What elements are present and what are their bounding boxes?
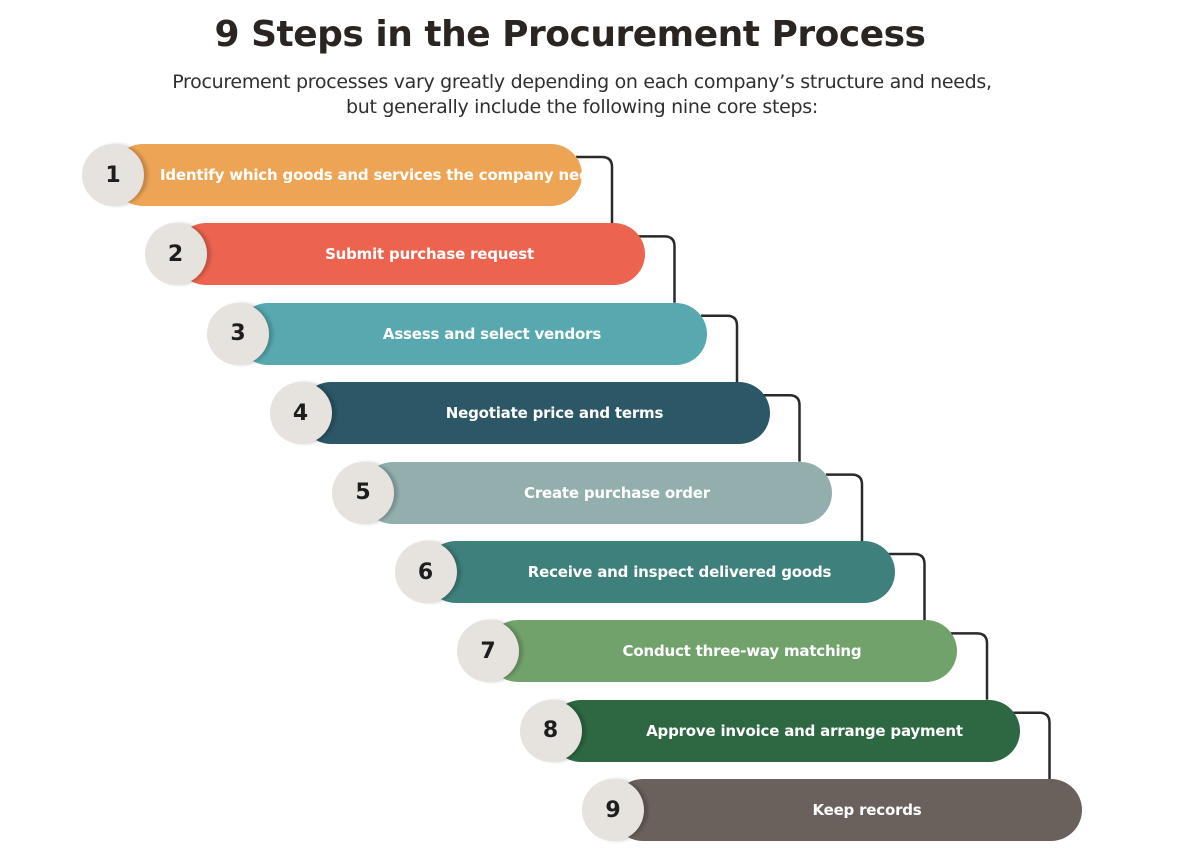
step-8: Approve invoice and arrange payment 8 — [519, 699, 1020, 762]
step-number-badge: 1 — [82, 144, 144, 206]
step-number: 9 — [605, 797, 621, 823]
connector-line — [1013, 711, 1051, 780]
step-number-badge: 6 — [394, 541, 457, 603]
step-number-badge: 8 — [519, 699, 582, 762]
step-4: Negotiate price and terms 4 — [269, 382, 770, 445]
step-number: 1 — [105, 162, 121, 188]
subtitle-line-1: Procurement processes vary greatly depen… — [172, 71, 992, 93]
step-number-badge: 5 — [332, 461, 394, 524]
step-number: 3 — [230, 321, 246, 347]
subtitle: Procurement processes vary greatly depen… — [0, 70, 1164, 120]
step-pill: Approve invoice and arrange payment — [549, 699, 1020, 762]
page-title: 9 Steps in the Procurement Process — [214, 14, 926, 55]
step-pill: Assess and select vendors — [237, 302, 707, 365]
step-number: 8 — [542, 718, 559, 744]
step-number-badge: 3 — [207, 302, 269, 365]
step-number: 2 — [167, 241, 184, 267]
step-number-badge: 2 — [144, 223, 207, 286]
step-pill: Create purchase order — [362, 461, 832, 524]
step-label: Identify which goods and services the co… — [160, 166, 609, 184]
step-label: Approve invoice and arrange payment — [646, 721, 963, 740]
connector-line — [576, 155, 614, 224]
step-7: Conduct three-way matching 7 — [457, 620, 957, 683]
step-pill: Conduct three-way matching — [487, 620, 957, 683]
connector-line — [888, 552, 926, 621]
connector-line — [951, 632, 989, 700]
step-9: Keep records 9 — [582, 779, 1082, 842]
step-3: Assess and select vendors 3 — [207, 302, 707, 365]
step-label: Keep records — [812, 801, 922, 820]
connector-line — [763, 393, 801, 462]
step-number: 6 — [417, 559, 434, 585]
step-label: Create purchase order — [524, 483, 710, 502]
step-number-badge: 4 — [269, 382, 332, 445]
step-pill: Keep records — [612, 779, 1082, 842]
step-number: 7 — [480, 638, 496, 664]
step-6: Receive and inspect delivered goods 6 — [394, 541, 895, 603]
step-1: Identify which goods and services the co… — [82, 144, 608, 206]
connector-line — [638, 235, 676, 303]
step-label: Receive and inspect delivered goods — [527, 563, 832, 581]
step-pill: Submit purchase request — [174, 223, 645, 286]
step-pill: Negotiate price and terms — [299, 382, 770, 445]
step-number-badge: 7 — [457, 620, 519, 683]
step-number: 4 — [292, 400, 309, 426]
step-2: Submit purchase request 2 — [144, 223, 645, 286]
connector-line — [701, 314, 739, 383]
step-number: 5 — [355, 480, 371, 506]
subtitle-line-2: but generally include the following nine… — [345, 96, 818, 118]
step-label: Assess and select vendors — [382, 324, 602, 343]
step-pill: Identify which goods and services the co… — [112, 144, 608, 206]
connector-line — [826, 473, 864, 541]
step-label: Negotiate price and terms — [445, 404, 664, 423]
step-label: Conduct three-way matching — [622, 642, 862, 661]
step-pill: Receive and inspect delivered goods — [424, 541, 895, 603]
step-number-badge: 9 — [582, 779, 644, 842]
step-label: Submit purchase request — [325, 245, 534, 264]
step-5: Create purchase order 5 — [332, 461, 832, 524]
